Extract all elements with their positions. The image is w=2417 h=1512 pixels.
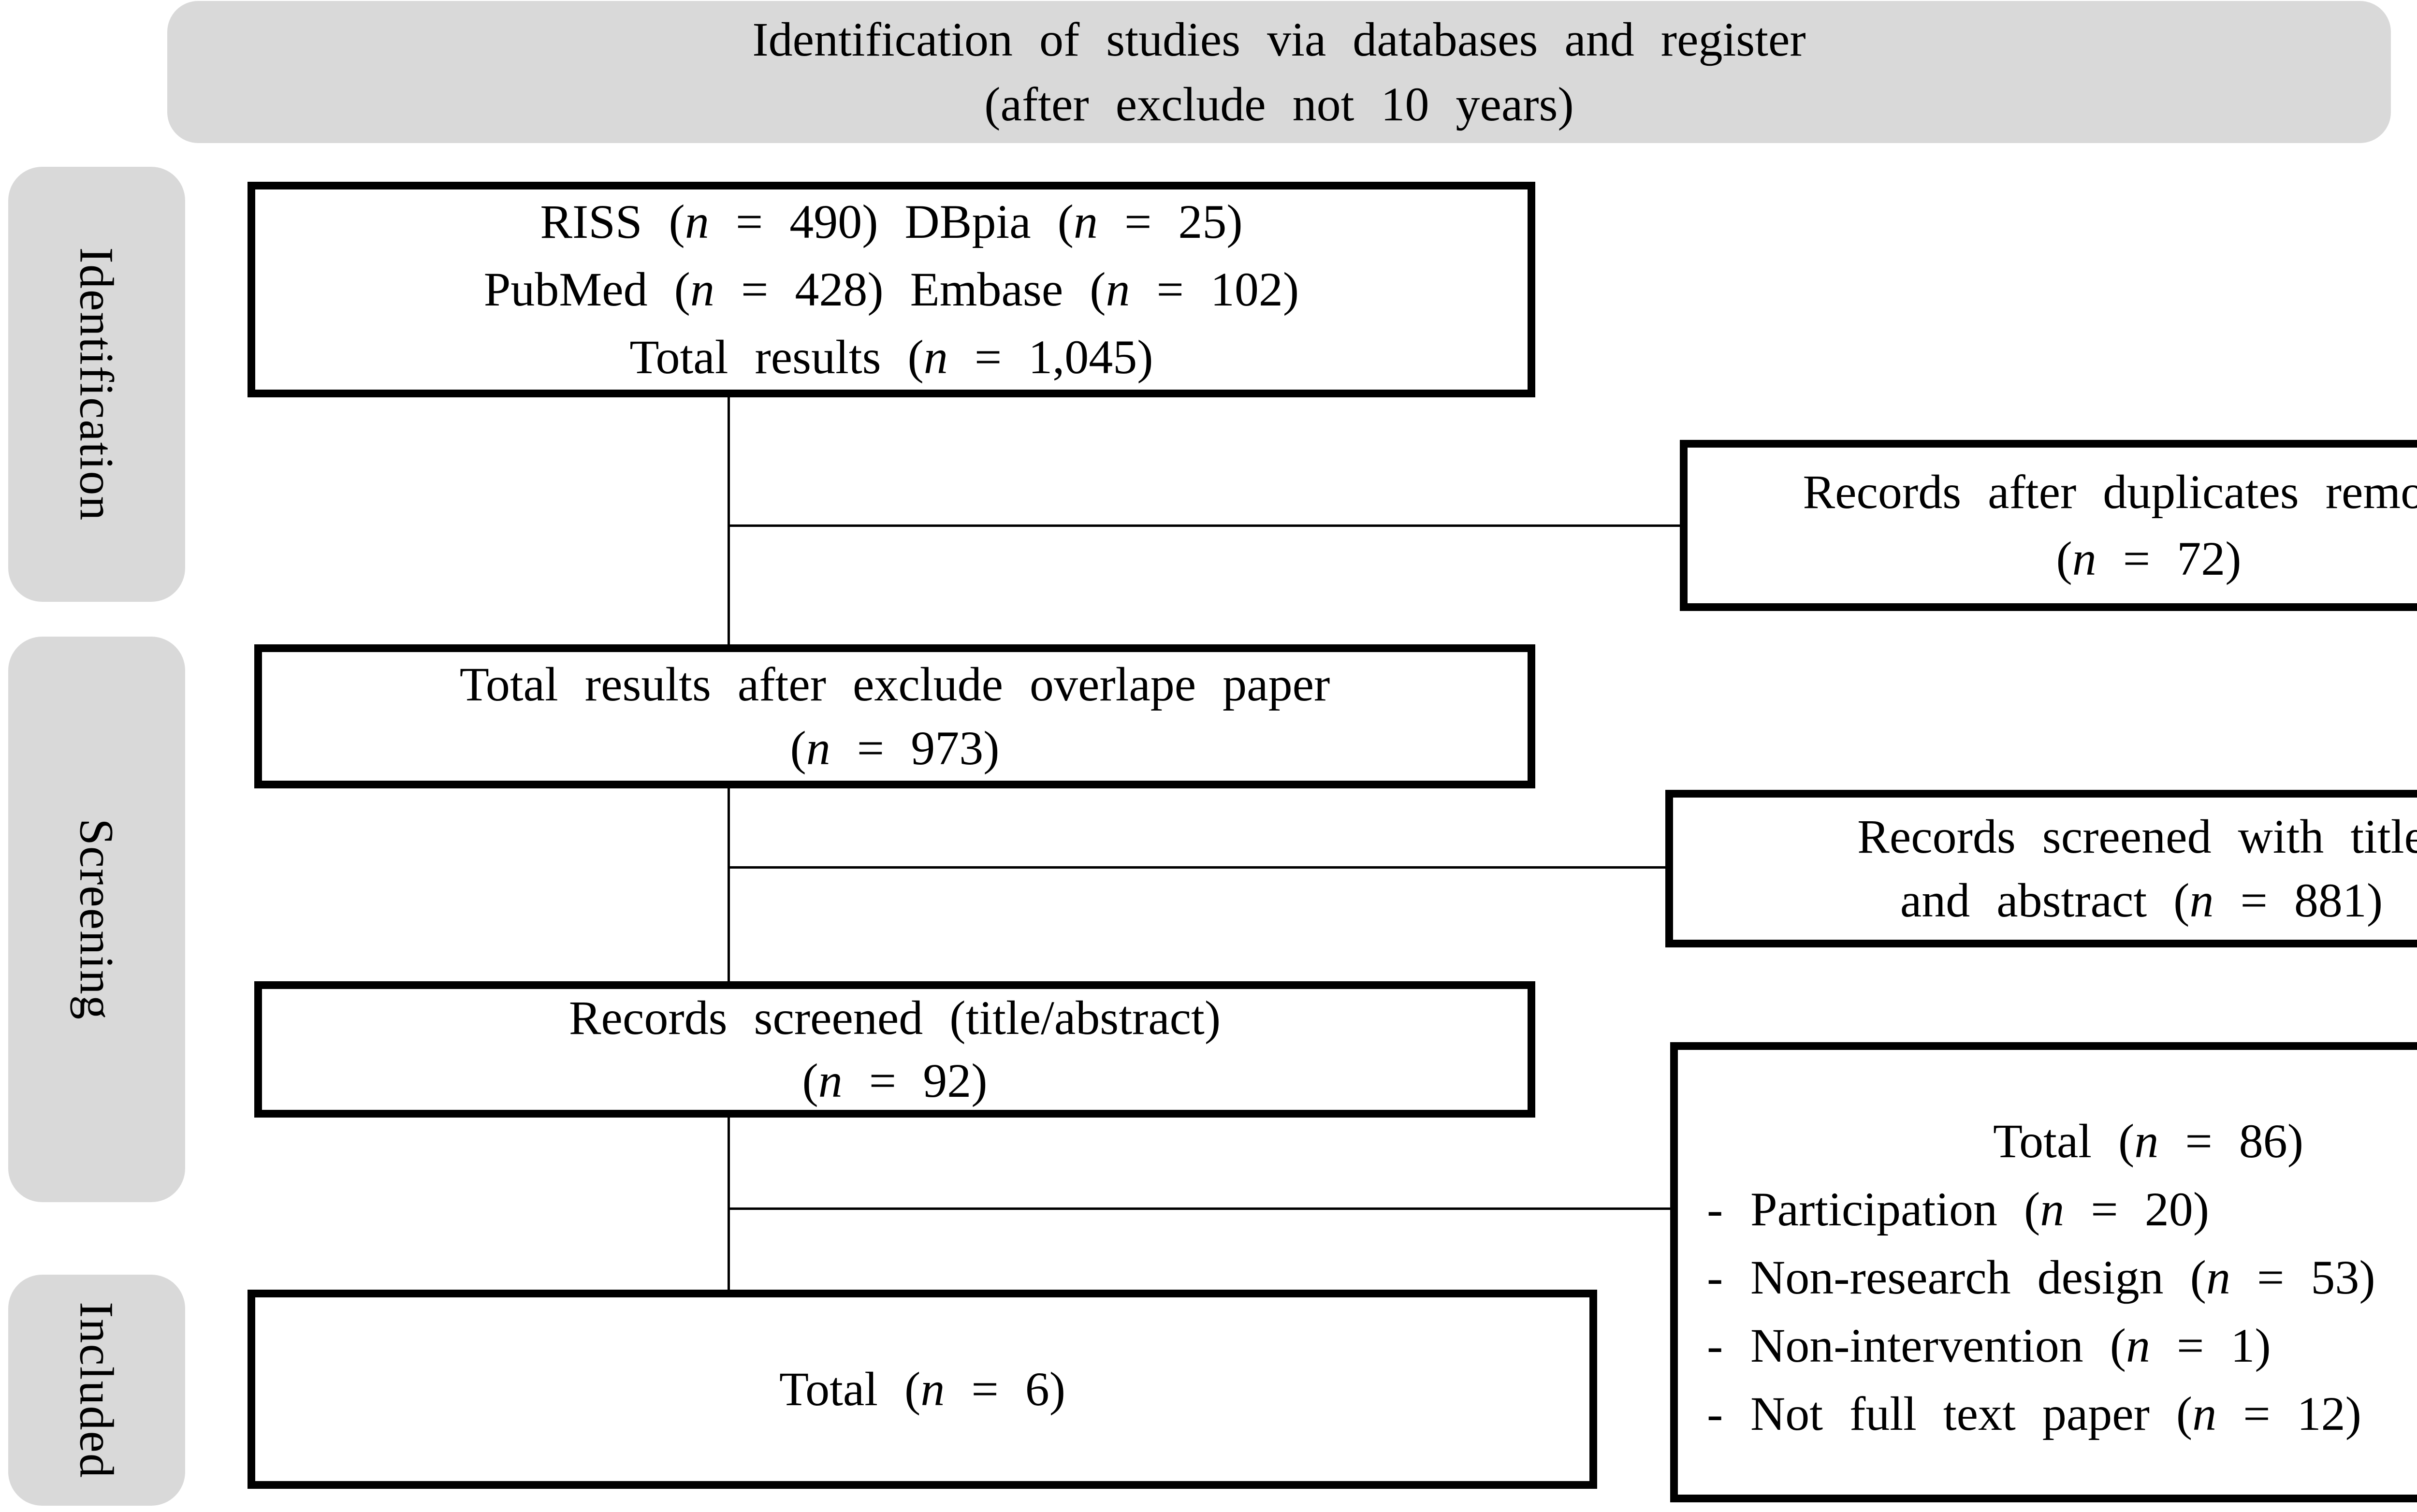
box-duplicates-removed-line1: Records after duplicates removed (1803, 465, 2417, 519)
box-total-included-line1: Total (n = 6) (779, 1362, 1066, 1416)
exclusion-item-not-full-text-text: Not full text paper (n = 12) (1750, 1387, 2361, 1440)
box-records-screened-line1: Records screened (title/abstract) (568, 991, 1221, 1045)
connector-branch-exclusions (728, 1207, 1670, 1210)
stage-label-identification-text: Identification (70, 247, 124, 522)
box-total-included: Total (n = 6) (248, 1290, 1597, 1489)
dash-bullet: - (1707, 1319, 1723, 1372)
connector-branch-title-abstract (728, 866, 1665, 869)
box-database-results-line2: PubMed (n = 428) Embase (n = 102) (483, 262, 1299, 316)
box-duplicates-removed: Records after duplicates removed (n = 72… (1680, 440, 2417, 611)
box-database-results-line3: Total results (n = 1,045) (629, 330, 1153, 384)
exclusion-item-participation-text: Participation (n = 20) (1750, 1182, 2209, 1236)
box-after-overlap-excluded-line1: Total results after exclude overlape pap… (459, 657, 1330, 711)
stage-label-screening-text: Screening (70, 818, 124, 1020)
stage-label-screening: Screening (8, 637, 185, 1202)
exclusion-item-non-intervention: - Non-intervention (n = 1) (1707, 1311, 2417, 1380)
box-exclusion-reasons: Total (n = 86) - Participation (n = 20) … (1670, 1042, 2417, 1502)
exclusion-item-not-full-text: - Not full text paper (n = 12) (1707, 1380, 2417, 1448)
connector-db-to-overlap (728, 397, 730, 644)
exclusion-item-participation: - Participation (n = 20) (1707, 1175, 2417, 1243)
exclusion-item-non-research-design-text: Non-research design (n = 53) (1750, 1250, 2375, 1304)
box-database-results-line1: RISS (n = 490) DBpia (n = 25) (540, 195, 1243, 248)
exclusion-total-line: Total (n = 86) (1993, 1114, 2304, 1168)
exclusion-item-non-intervention-text: Non-intervention (n = 1) (1750, 1319, 2271, 1372)
box-database-results: RISS (n = 490) DBpia (n = 25) PubMed (n … (248, 182, 1535, 397)
header-banner: Identification of studies via databases … (167, 1, 2391, 143)
stage-label-identification: Identification (8, 167, 185, 602)
dash-bullet: - (1707, 1387, 1723, 1440)
connector-overlap-to-screened (728, 788, 730, 981)
box-after-overlap-excluded-line2: (n = 973) (790, 721, 1000, 775)
connector-screened-to-total (728, 1118, 730, 1290)
dash-bullet: - (1707, 1182, 1723, 1236)
box-screened-title-abstract: Records screened with title and abstract… (1665, 790, 2417, 947)
box-records-screened-line2: (n = 92) (802, 1054, 988, 1107)
connector-branch-duplicates (728, 524, 1680, 527)
box-after-overlap-excluded: Total results after exclude overlape pap… (254, 644, 1535, 788)
box-screened-title-abstract-line2: and abstract (n = 881) (1900, 873, 2383, 927)
box-duplicates-removed-line2: (n = 72) (2056, 532, 2242, 585)
dash-bullet: - (1707, 1250, 1723, 1304)
stage-label-included-text: Included (70, 1302, 124, 1479)
box-records-screened: Records screened (title/abstract) (n = 9… (254, 981, 1535, 1118)
banner-title-line1: Identification of studies via databases … (752, 13, 1806, 66)
box-screened-title-abstract-line1: Records screened with title (1857, 810, 2417, 863)
stage-label-included: Included (8, 1275, 185, 1506)
banner-title-line2: (after exclude not 10 years) (984, 77, 1574, 131)
exclusion-item-non-research-design: - Non-research design (n = 53) (1707, 1243, 2417, 1311)
